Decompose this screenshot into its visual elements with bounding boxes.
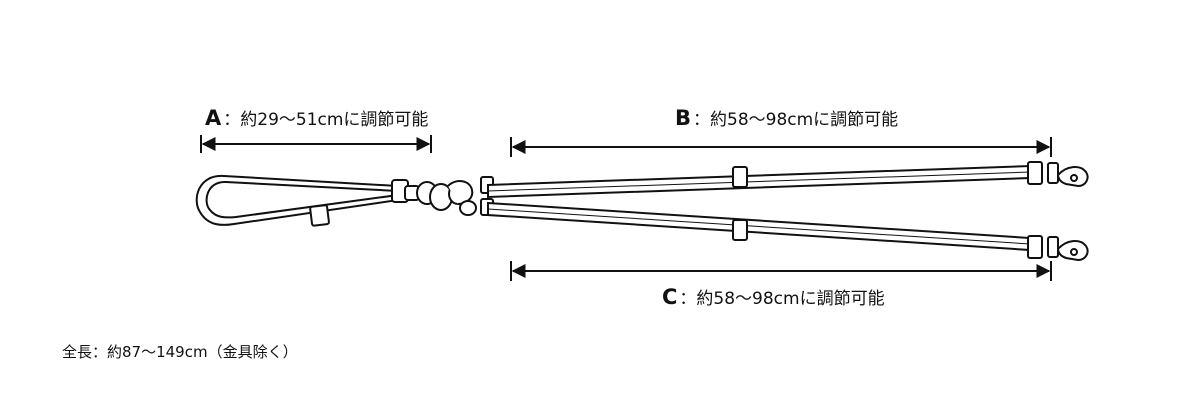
strap-c (487, 201, 1031, 252)
dimension-line-a (200, 135, 432, 153)
strap-b-slider (732, 166, 748, 188)
dimension-line-c (510, 261, 1052, 281)
dimension-label-b: B：約58～98cmに調節可能 (675, 105, 898, 130)
total-length-note: 全長：約87～149cm（金具除く） (62, 343, 298, 361)
dimension-key-c: C (662, 285, 678, 309)
strap-c-slider (732, 219, 748, 241)
snap-hook-c (1027, 235, 1089, 262)
dimension-key-b: B (675, 106, 692, 130)
snap-hook-b (1027, 161, 1089, 188)
dimension-text-b: ：約58～98cmに調節可能 (693, 110, 899, 130)
dimension-label-a: A：約29～51cmに調節可能 (205, 105, 428, 130)
strap-b (487, 164, 1031, 199)
dimension-text-c: ：約58～98cmに調節可能 (679, 289, 885, 309)
dimension-key-a: A (205, 106, 222, 130)
dimension-line-b (510, 137, 1052, 157)
loop-slider (309, 204, 330, 227)
dimension-label-c: C：約58～98cmに調節可能 (662, 284, 885, 309)
center-swivel-hardware (391, 176, 494, 216)
handle-loop-strap (195, 174, 399, 226)
dimension-text-a: ：約29～51cmに調節可能 (223, 110, 429, 130)
